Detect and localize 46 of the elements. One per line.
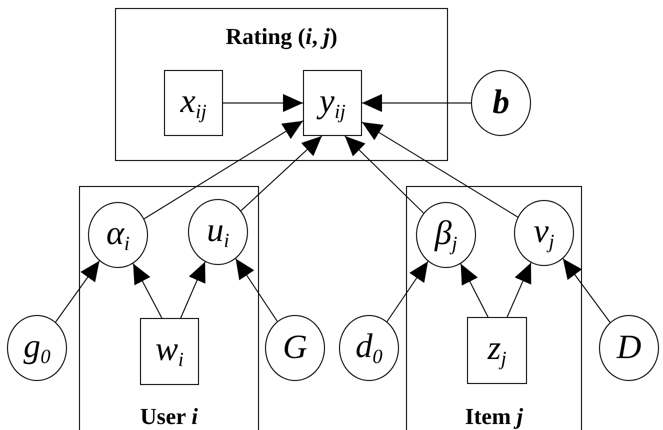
plate-title: Item j	[464, 405, 524, 428]
variable-label: g$_{0}$	[24, 330, 50, 366]
observed-variable-box	[467, 317, 527, 384]
plate-box	[406, 186, 582, 430]
variable-circle	[7, 315, 67, 381]
plate-title: Rating (i, j)	[226, 25, 338, 48]
variable-label: y$_{ij}$	[319, 84, 346, 122]
variable-label: b	[492, 86, 510, 120]
arrow	[235, 258, 278, 322]
variable-circle	[265, 315, 325, 381]
variable-circle	[514, 200, 574, 266]
variable-circle	[88, 202, 148, 268]
arrow	[362, 122, 518, 218]
variable-label: w$_{i}$	[155, 333, 184, 370]
observed-variable-box	[303, 70, 362, 136]
variable-circle	[188, 199, 248, 265]
variable-circle	[416, 202, 476, 268]
arrow	[344, 136, 424, 214]
arrow	[222, 94, 304, 112]
arrow	[506, 262, 532, 318]
variable-label: α$_{i}$	[106, 216, 130, 254]
plate-box	[79, 186, 259, 430]
arrow	[55, 260, 100, 323]
variable-label: G	[282, 331, 308, 365]
observed-variable-box	[164, 70, 223, 136]
variable-label: d$_{0}$	[356, 330, 382, 366]
arrow	[386, 260, 428, 322]
variable-label: v$_{j}$	[534, 214, 554, 252]
arrow	[362, 94, 472, 112]
variable-label: x$_{ij}$	[180, 84, 207, 122]
plate-title: User i	[140, 405, 198, 428]
arrow	[240, 136, 322, 212]
variable-circle	[471, 70, 531, 136]
variable-label: β$_{j}$	[434, 216, 458, 254]
variable-label: u$_{i}$	[206, 214, 230, 250]
arrow	[460, 263, 488, 318]
plate-box	[115, 8, 448, 161]
arrow	[144, 120, 304, 220]
variable-label: z$_{j}$	[488, 332, 506, 369]
arrow	[132, 263, 162, 318]
variable-circle	[599, 315, 659, 381]
observed-variable-box	[140, 318, 199, 385]
variable-label: D	[616, 331, 642, 365]
variable-circle	[339, 315, 399, 381]
arrow	[562, 258, 611, 323]
arrow	[180, 261, 206, 318]
